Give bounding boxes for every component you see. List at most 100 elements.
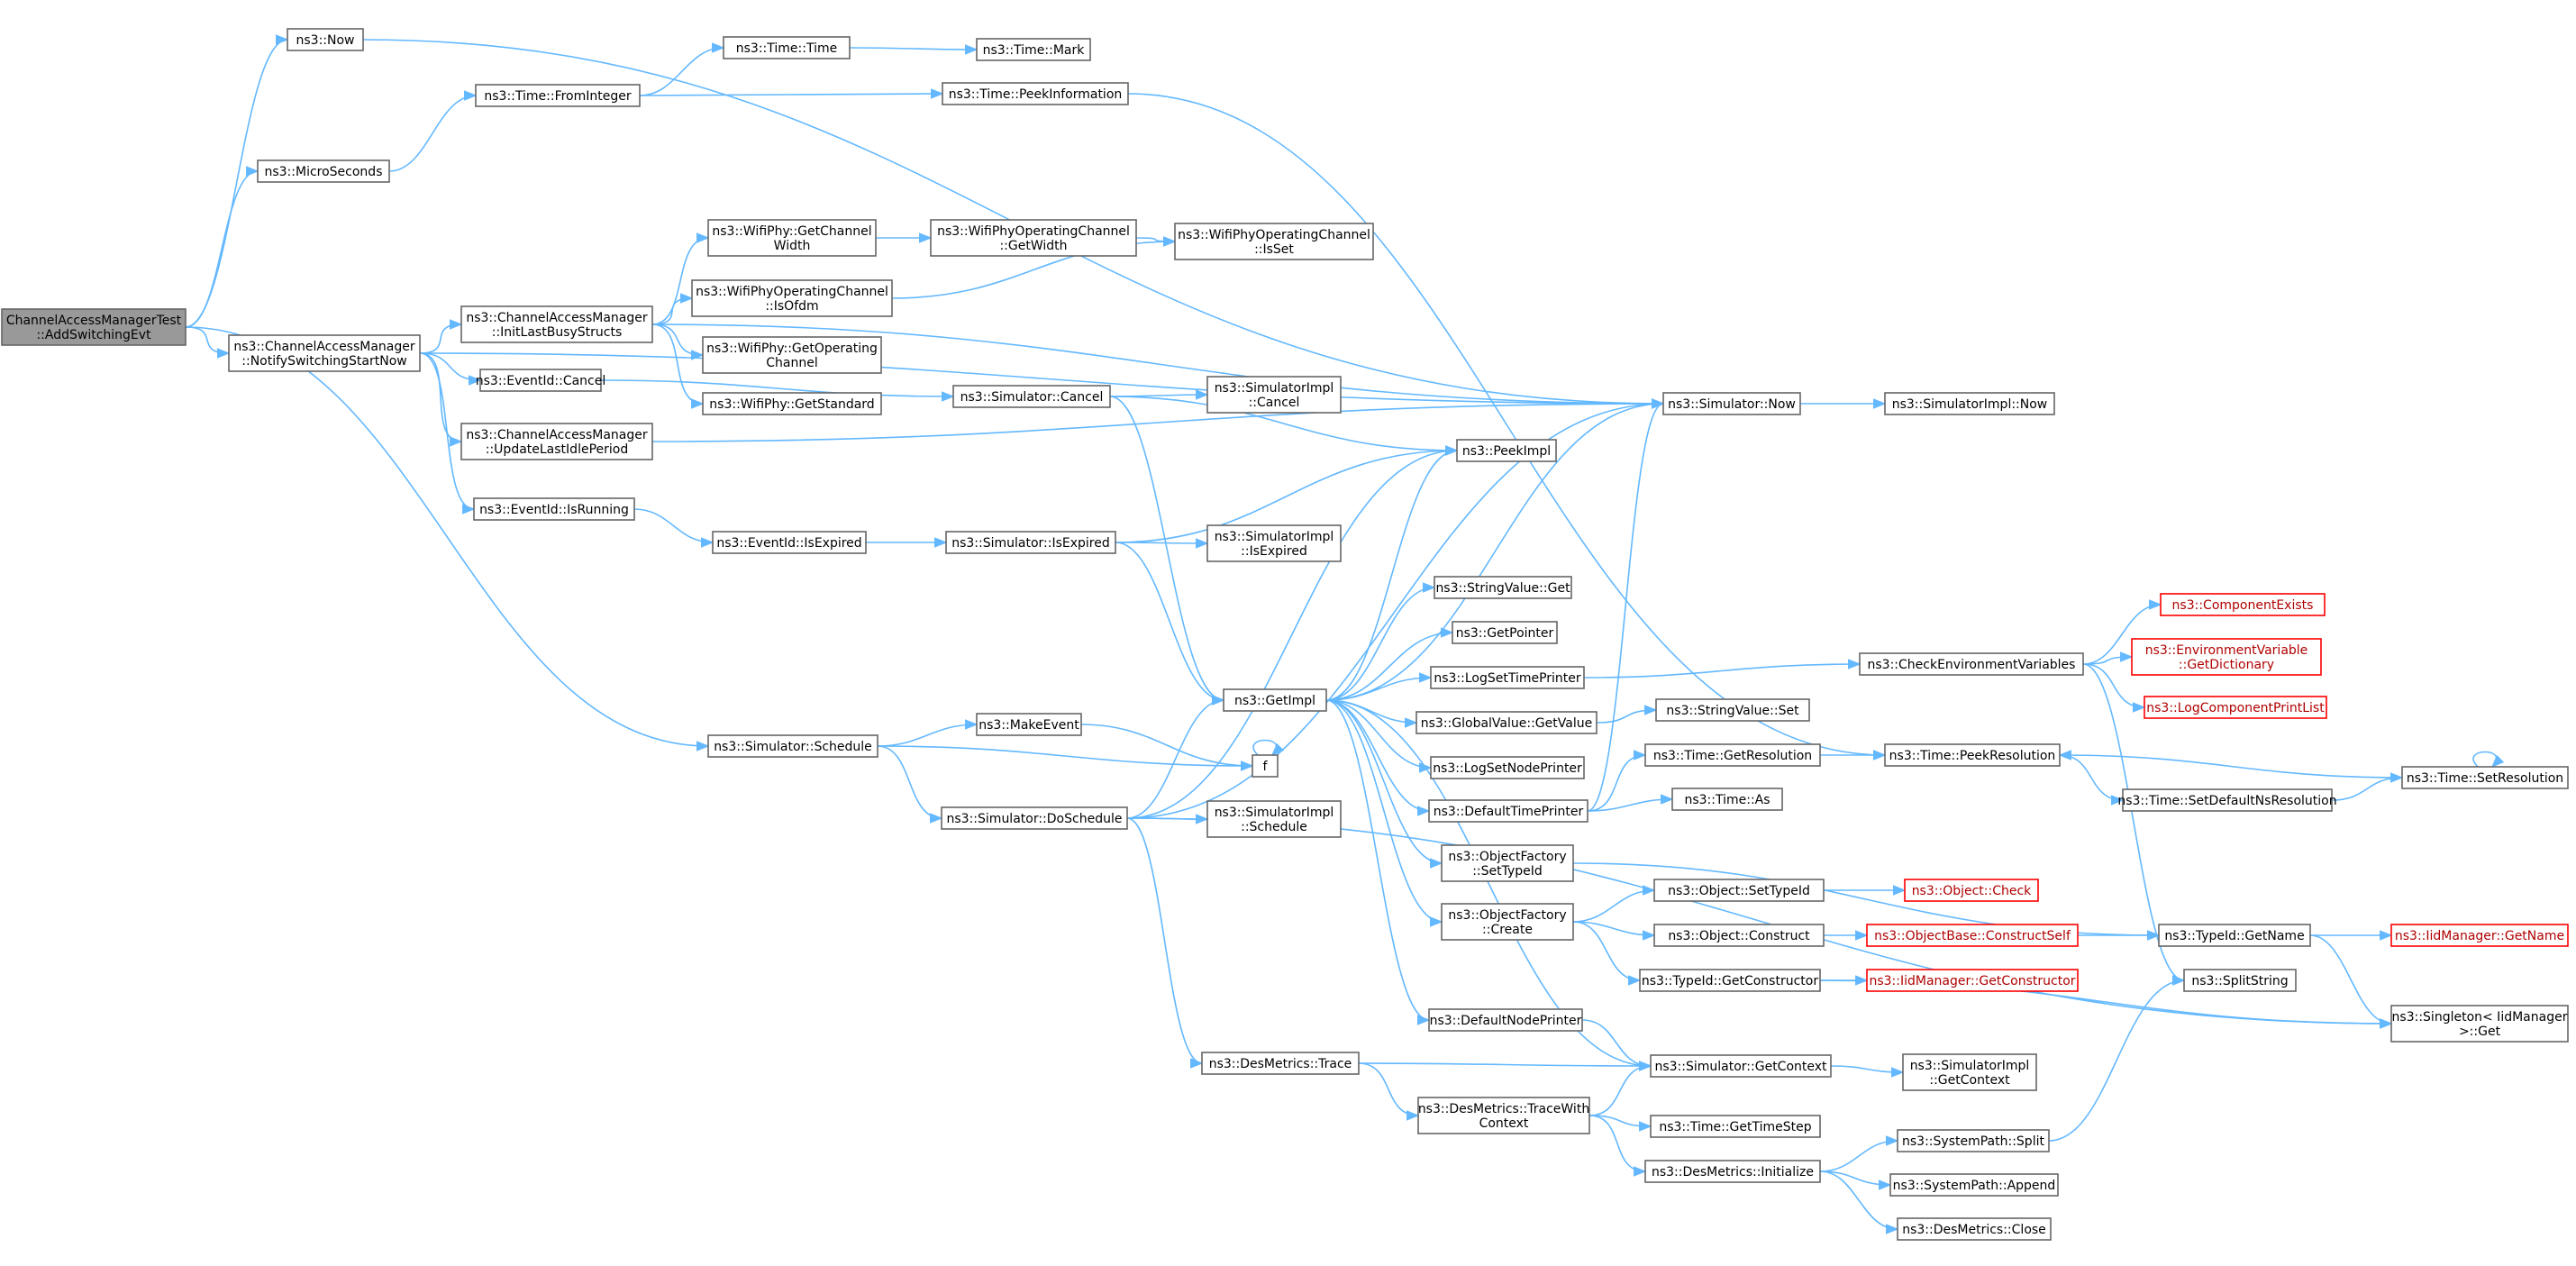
node-makeevent[interactable]: ns3::MakeEvent [976,713,1082,736]
node-isofdm[interactable]: ns3::WifiPhyOperatingChannel::IsOfdm [691,279,893,317]
node-tidgetctor[interactable]: ns3::TypeId::GetConstructor [1639,969,1821,992]
node-getimpl[interactable]: ns3::GetImpl [1223,688,1327,712]
node-objsettid[interactable]: ns3::Object::SetTypeId [1653,879,1825,902]
node-box [473,497,635,521]
node-implsched[interactable]: ns3::SimulatorImpl::Schedule [1206,800,1342,838]
node-label: ::GetContext [1929,1073,2010,1088]
node-opisset[interactable]: ns3::WifiPhyOperatingChannel::IsSet [1174,223,1374,260]
node-evexpired[interactable]: ns3::EventId::IsExpired [712,531,867,554]
node-logsetnp[interactable]: ns3::LogSetNodePrinter [1430,756,1585,779]
node-label: ::InitLastBusyStructs [492,325,623,340]
node-iidgetctor[interactable]: ns3::IidManager::GetConstructor [1866,969,2079,992]
node-implcancel[interactable]: ns3::SimulatorImpl::Cancel [1206,376,1342,414]
node-gettimestep[interactable]: ns3::Time::GetTimeStep [1650,1115,1821,1138]
node-label: ns3::DefaultTimePrinter [1434,805,1584,819]
node-obconstself[interactable]: ns3::ObjectBase::ConstructSelf [1866,924,2079,947]
node-timemark[interactable]: ns3::Time::Mark [976,38,1091,61]
node-getstd[interactable]: ns3::WifiPhy::GetStandard [702,392,882,415]
node-label: >::Get [2459,1025,2501,1039]
node-timetime[interactable]: ns3::Time::Time [723,36,851,59]
node-label: ns3::Time::Mark [983,43,1086,58]
node-implisexp[interactable]: ns3::SimulatorImpl::IsExpired [1206,524,1342,562]
node-initlast[interactable]: ns3::ChannelAccessManager::InitLastBusyS… [460,305,653,343]
node-setres[interactable]: ns3::Time::SetResolution [2401,766,2569,789]
node-box [1174,223,1374,260]
node-label: ns3::Object::SetTypeId [1668,884,1810,898]
edge-simcancel-to-peekimpl [1109,396,1459,456]
node-label: ns3::SimulatorImpl [1215,530,1334,544]
node-objcheck[interactable]: ns3::Object::Check [1904,879,2039,902]
node-updidle[interactable]: ns3::ChannelAccessManager::UpdateLastIdl… [460,423,653,460]
node-checkenv[interactable]: ns3::CheckEnvironmentVariables [1859,652,2084,676]
node-now[interactable]: ns3::Now [287,28,364,51]
node-evcancel[interactable]: ns3::EventId::Cancel [476,369,606,392]
node-strget[interactable]: ns3::StringValue::Get [1434,576,1572,599]
node-dmtrace[interactable]: ns3::DesMetrics::Trace [1201,1052,1360,1075]
node-iidgetname[interactable]: ns3::IidManager::GetName [2390,924,2569,947]
node-evrunning[interactable]: ns3::EventId::IsRunning [473,497,635,521]
node-label: f [1263,760,1269,774]
node-peekres[interactable]: ns3::Time::PeekResolution [1884,743,2061,767]
node-strset[interactable]: ns3::StringValue::Set [1655,698,1810,722]
node-box [1206,524,1342,562]
node-box [2158,924,2311,947]
node-opgetw[interactable]: ns3::WifiPhyOperatingChannel::GetWidth [930,219,1137,257]
node-label: ns3::Time::PeekInformation [949,87,1123,102]
node-getptr[interactable]: ns3::GetPointer [1452,621,1558,644]
edge-spsplit-to-splitstr [2048,975,2186,1142]
node-timeas[interactable]: ns3::Time::As [1671,788,1783,811]
node-box [707,734,878,758]
node-peekimpl[interactable]: ns3::PeekImpl [1456,439,1557,462]
node-simgetctx[interactable]: ns3::Simulator::GetContext [1650,1054,1832,1078]
node-ofsettid[interactable]: ns3::ObjectFactory::SetTypeId [1441,844,1574,882]
node-compexists[interactable]: ns3::ComponentExists [2160,593,2326,616]
node-logsettp[interactable]: ns3::LogSetTimePrinter [1430,666,1585,689]
node-getres[interactable]: ns3::Time::GetResolution [1644,743,1821,767]
node-simnow[interactable]: ns3::Simulator::Now [1662,392,1801,415]
node-splitstr[interactable]: ns3::SplitString [2183,969,2297,992]
node-ofcreate[interactable]: ns3::ObjectFactory::Create [1441,903,1574,941]
edge-dmtracectx-to-dminit [1588,1115,1647,1177]
node-micro[interactable]: ns3::MicroSeconds [257,159,390,183]
node-dosched[interactable]: ns3::Simulator::DoSchedule [941,806,1128,830]
node-simisexp[interactable]: ns3::Simulator::IsExpired [945,531,1116,554]
node-label: ns3::SimulatorImpl::Now [1892,397,2048,412]
node-spsplit[interactable]: ns3::SystemPath::Split [1897,1129,2050,1152]
node-implnow[interactable]: ns3::SimulatorImpl::Now [1884,392,2055,415]
node-box [2401,766,2569,789]
node-label: ns3::MakeEvent [979,718,1079,733]
node-f[interactable]: f [1252,754,1279,778]
node-peekinfo[interactable]: ns3::Time::PeekInformation [942,82,1129,105]
node-notify[interactable]: ns3::ChannelAccessManager::NotifySwitchi… [228,334,421,372]
node-label: ::AddSwitchingEvt [36,328,151,342]
node-label: ns3::TypeId::GetConstructor [1642,974,1818,988]
node-setdefns[interactable]: ns3::Time::SetDefaultNsResolution [2117,788,2337,812]
node-label: ns3::Simulator::DoSchedule [947,812,1123,826]
node-root[interactable]: ChannelAccessManagerTest::AddSwitchingEv… [1,308,187,346]
node-box [287,28,364,51]
node-singleton[interactable]: ns3::Singleton< IidManager>::Get [2390,1005,2569,1043]
edge-deftp-to-getres [1587,750,1647,812]
node-defnp[interactable]: ns3::DefaultNodePrinter [1428,1008,1583,1032]
edge-dminit-to-spsplit [1819,1135,1899,1172]
node-gvget[interactable]: ns3::GlobalValue::GetValue [1415,711,1597,734]
node-objconst[interactable]: ns3::Object::Construct [1653,924,1825,947]
node-deftp[interactable]: ns3::DefaultTimePrinter [1428,799,1588,823]
node-label: ::Cancel [1249,396,1300,410]
node-dminit[interactable]: ns3::DesMetrics::Initialize [1644,1160,1821,1183]
node-envgetdict[interactable]: ns3::EnvironmentVariable::GetDictionary [2131,638,2322,676]
node-spappend[interactable]: ns3::SystemPath::Append [1889,1173,2059,1197]
node-tidgetname[interactable]: ns3::TypeId::GetName [2158,924,2311,947]
node-simcancel[interactable]: ns3::Simulator::Cancel [952,385,1111,408]
node-dmclose[interactable]: ns3::DesMetrics::Close [1897,1217,2052,1241]
node-logcomplist[interactable]: ns3::LogComponentPrintList [2144,696,2327,719]
node-label: ns3::DesMetrics::Trace [1209,1057,1352,1071]
node-box [976,713,1082,736]
node-simsched[interactable]: ns3::Simulator::Schedule [707,734,878,758]
node-implgetctx[interactable]: ns3::SimulatorImpl::GetContext [1902,1053,2037,1091]
node-fromint[interactable]: ns3::Time::FromInteger [475,84,641,107]
